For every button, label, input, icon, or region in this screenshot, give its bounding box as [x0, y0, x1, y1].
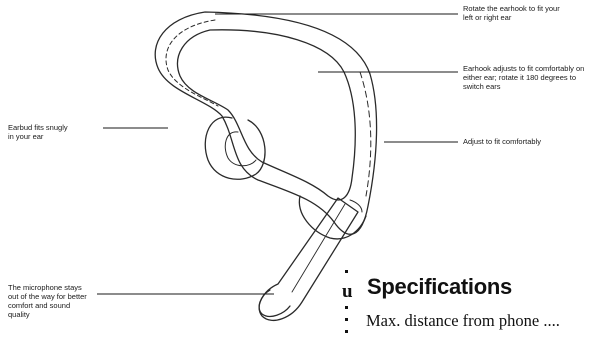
callout-line: either ear; rotate it 180 degrees to: [463, 73, 584, 82]
callout-line: Rotate the earhook to fit your: [463, 4, 560, 13]
callout-adjust-fit: Adjust to fit comfortably: [463, 137, 541, 146]
callout-line: comfort and sound: [8, 301, 87, 310]
callout-earhook-rotate: Rotate the earhook to fit your left or r…: [463, 4, 560, 22]
callout-earbud: Earbud fits snugly in your ear: [8, 123, 68, 141]
callout-microphone: The microphone stays out of the way for …: [8, 283, 87, 319]
callout-line: quality: [8, 310, 87, 319]
callout-line: in your ear: [8, 132, 68, 141]
callout-line: left or right ear: [463, 13, 560, 22]
margin-marker: [345, 318, 348, 321]
margin-marker: [345, 330, 348, 333]
callout-line: out of the way for better: [8, 292, 87, 301]
callout-line: Earhook adjusts to fit comfortably on: [463, 64, 584, 73]
callout-line: Earbud fits snugly: [8, 123, 68, 132]
callout-line: The microphone stays: [8, 283, 87, 292]
callout-line: Adjust to fit comfortably: [463, 137, 541, 146]
callout-earhook-adjusts: Earhook adjusts to fit comfortably on ei…: [463, 64, 584, 91]
section-bullet: u: [342, 281, 353, 303]
section-title: Specifications: [367, 274, 512, 300]
earbud: [205, 117, 265, 179]
earhook-outer: [155, 12, 376, 234]
spec-row-max-distance: Max. distance from phone ....: [366, 311, 560, 331]
earhook-highlight: [166, 20, 218, 106]
margin-marker: [345, 306, 348, 309]
margin-marker: [345, 270, 348, 273]
callout-line: switch ears: [463, 82, 584, 91]
earhook-inner: [178, 30, 356, 200]
band-highlight: [360, 72, 371, 196]
